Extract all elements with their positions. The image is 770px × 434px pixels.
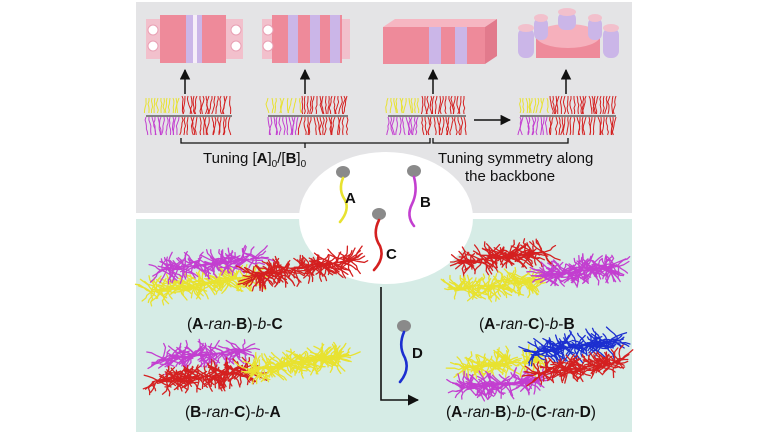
comb-2-magenta (267, 116, 299, 136)
monomer-label-a: A (345, 190, 356, 207)
caption-tuning-ratio: Tuning [A]0/[B]0 (203, 150, 307, 170)
comb-1-red-bot (179, 116, 232, 136)
brush-2-yellow (233, 341, 361, 385)
label-a-ran-c-b-b: (A-ran-C)-b-B (479, 316, 575, 333)
comb-4-magenta (517, 116, 548, 136)
monomer-label-d: D (412, 345, 423, 362)
comb-4-yellow (519, 97, 549, 114)
brush-3-magenta (526, 253, 631, 288)
bracket-symmetry (432, 138, 569, 144)
comb-1-magenta (144, 116, 180, 136)
comb-4-red-bot (548, 116, 617, 136)
comb-1-red-top (181, 95, 232, 115)
label-a-ran-b-b-c: (A-ran-B)-b-C (187, 316, 283, 333)
brush-1-magenta (148, 244, 279, 285)
label-a-ran-b-b-c-ran-d: (A-ran-B)-b-(C-ran-D) (446, 404, 596, 421)
brush-3-red (449, 238, 561, 278)
monomer-b (407, 165, 421, 228)
monomer-bubble (299, 152, 473, 284)
monomer-c (372, 208, 386, 272)
monomer-d (397, 320, 411, 384)
label-b-ran-c-b-a: (B-ran-C)-b-A (185, 404, 281, 421)
arrow-down-right (380, 287, 420, 406)
comb-3-magenta (386, 116, 419, 136)
structure-1 (146, 15, 243, 63)
comb-3-red-top (420, 95, 466, 115)
comb-3-yellow (385, 97, 420, 114)
comb-2-red-bot (297, 116, 349, 136)
comb-3-red-bot (421, 116, 467, 136)
structure-4 (518, 8, 619, 58)
brush-4-red (521, 344, 634, 387)
brush-4-blue (518, 326, 631, 367)
comb-2-yellow (265, 97, 302, 114)
brush-1-red (235, 245, 369, 293)
brush-2-magenta (146, 338, 261, 376)
comb-2-red-top (301, 95, 348, 115)
comb-1-yellow (143, 97, 180, 114)
monomer-label-b: B (420, 194, 431, 211)
structure-2 (262, 15, 350, 63)
brush-polymers (134, 95, 634, 402)
caption-symmetry-line1: Tuning symmetry along (438, 150, 594, 167)
comb-4-red-top (549, 95, 617, 115)
structure-3 (383, 19, 497, 64)
caption-symmetry-line2: the backbone (465, 168, 556, 185)
brush-4-magenta (446, 366, 556, 402)
brush-2-red (142, 356, 269, 397)
monomer-a (336, 166, 350, 224)
monomer-label-c: C (386, 246, 397, 263)
